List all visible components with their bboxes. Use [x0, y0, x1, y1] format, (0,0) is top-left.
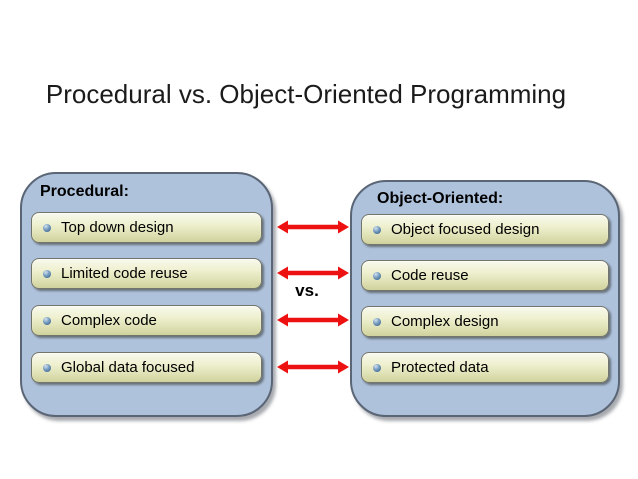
- sphere-bullet-icon: [43, 223, 51, 232]
- double-headed-arrow-icon: [277, 266, 349, 280]
- oo-item-object-focused-design: Object focused design: [361, 214, 609, 245]
- procedural-item-label: Limited code reuse: [61, 265, 188, 282]
- procedural-item-limited-code-reuse: Limited code reuse: [31, 258, 262, 289]
- sphere-bullet-icon: [43, 269, 51, 278]
- double-headed-arrow-icon: [277, 220, 349, 234]
- oo-item-protected-data: Protected data: [361, 352, 609, 383]
- object-oriented-panel-header: Object-Oriented:: [377, 190, 504, 207]
- sphere-bullet-icon: [373, 363, 381, 372]
- procedural-panel: Procedural: Top down design Limited code…: [20, 172, 273, 417]
- sphere-bullet-icon: [43, 363, 51, 372]
- double-headed-arrow-icon: [277, 313, 349, 327]
- procedural-item-label: Global data focused: [61, 359, 195, 376]
- procedural-item-global-data-focused: Global data focused: [31, 352, 262, 383]
- procedural-item-top-down-design: Top down design: [31, 212, 262, 243]
- procedural-item-label: Complex code: [61, 312, 157, 329]
- procedural-panel-header: Procedural:: [40, 183, 129, 200]
- double-headed-arrow-icon: [277, 360, 349, 374]
- procedural-item-label: Top down design: [61, 219, 174, 236]
- sphere-bullet-icon: [373, 271, 381, 280]
- arrow-shape: [277, 360, 349, 374]
- oo-item-code-reuse: Code reuse: [361, 260, 609, 291]
- arrow-shape: [277, 266, 349, 280]
- oo-item-label: Object focused design: [391, 221, 540, 238]
- sphere-bullet-icon: [43, 316, 51, 325]
- oo-item-complex-design: Complex design: [361, 306, 609, 337]
- arrow-shape: [277, 220, 349, 234]
- oo-item-label: Complex design: [391, 313, 499, 330]
- sphere-bullet-icon: [373, 225, 381, 234]
- vs-label: vs.: [295, 281, 319, 300]
- object-oriented-panel: Object-Oriented: Object focused design C…: [350, 180, 620, 417]
- slide-title: Procedural vs. Object-Oriented Programmi…: [45, 79, 567, 109]
- oo-item-label: Protected data: [391, 359, 489, 376]
- arrow-shape: [277, 313, 349, 327]
- sphere-bullet-icon: [373, 317, 381, 326]
- oo-item-label: Code reuse: [391, 267, 469, 284]
- procedural-item-complex-code: Complex code: [31, 305, 262, 336]
